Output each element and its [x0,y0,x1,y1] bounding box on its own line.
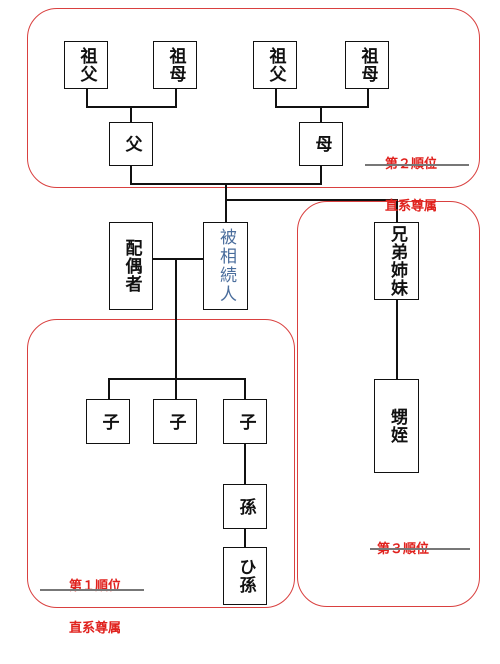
node-label: 祖母 [357,47,378,83]
grandmother-paternal-node: 祖母 [153,41,197,89]
connector [367,88,369,107]
rank-2-underline [365,164,469,166]
spouse-node: 配偶者 [109,222,153,310]
connector [108,378,110,400]
node-label: 子 [98,412,119,431]
father-node: 父 [109,122,153,166]
rank-1-label-line2: 直系尊属 [69,621,122,636]
node-label: 配偶者 [121,239,142,293]
connector [130,106,132,123]
node-label: 甥姪 [387,408,407,444]
connector [225,183,227,223]
node-label: 子 [165,412,186,431]
connector [396,199,398,223]
grandfather-maternal-node: 祖父 [253,41,297,89]
connector [153,258,203,260]
node-label: 被相続人 [216,228,236,304]
node-label: 父 [121,135,142,153]
node-label: 子 [235,412,256,431]
rank-3-group [297,201,480,607]
connector [320,165,322,184]
connector [320,106,322,123]
rank-1-underline [40,589,144,591]
connector [275,106,369,108]
connector [244,443,246,485]
mother-node: 母 [299,122,343,166]
connector [108,378,246,380]
rank-3-label-text: 第３順位 [377,542,430,557]
node-label: 孫 [235,497,256,516]
rank-2-label-line2: 直系尊属 [385,199,438,214]
inheritance-order-diagram: 祖父 祖母 祖父 祖母 父 母 配偶者 被相続人 兄弟姉妹 甥姪 子 子 子 孫… [27,8,480,636]
child-node-3: 子 [223,399,267,444]
rank-2-group [27,8,480,188]
node-label: 祖父 [76,47,97,83]
connector [244,378,246,400]
node-label: ひ孫 [235,558,256,594]
connector [396,299,398,380]
node-label: 祖母 [165,47,186,83]
rank-3-label: 第３順位 [377,515,429,585]
connector [225,199,398,201]
connector [86,88,88,107]
child-node-1: 子 [86,399,130,444]
rank-3-underline [370,548,470,550]
rank-2-label: 第２順位 直系尊属 [385,130,437,242]
grandmother-maternal-node: 祖母 [345,41,389,89]
deceased-node: 被相続人 [203,222,248,310]
rank-1-label-line1: 第１順位 [69,579,122,594]
siblings-node: 兄弟姉妹 [374,222,419,300]
connector [175,88,177,107]
great-grandchild-node: ひ孫 [223,547,267,605]
connector [244,528,246,548]
node-label: 兄弟姉妹 [387,225,407,297]
rank-1-label: 第１順位 直系尊属 [69,552,121,664]
connector [175,258,177,400]
connector [130,165,132,184]
rank-1-group [27,319,295,608]
node-label: 母 [311,135,332,153]
node-label: 祖父 [265,47,286,83]
connector [275,88,277,107]
nephew-niece-node: 甥姪 [374,379,419,473]
grandfather-paternal-node: 祖父 [64,41,108,89]
grandchild-node: 孫 [223,484,267,529]
child-node-2: 子 [153,399,197,444]
